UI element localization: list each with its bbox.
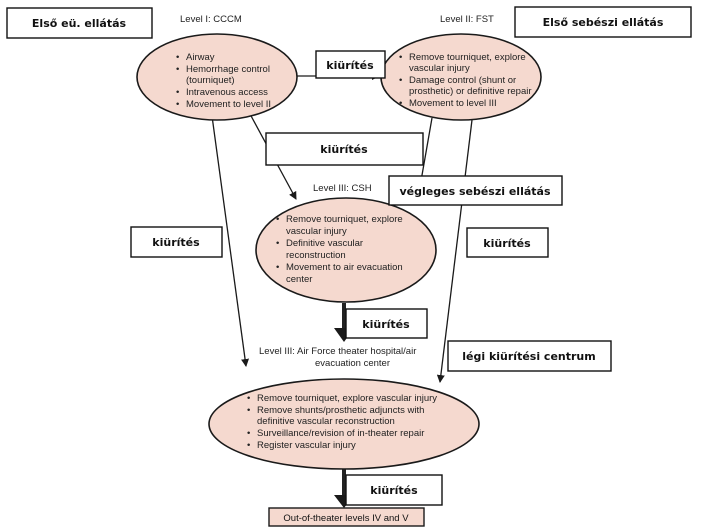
final-node: Out-of-theater levels IV and V xyxy=(268,507,425,527)
final-label: Out-of-theater levels IV and V xyxy=(283,513,409,524)
level3-bullet: • xyxy=(276,214,279,225)
level3-item: Movement to air evacuation xyxy=(286,262,403,273)
level4-item: Surveillance/revision of in-theater repa… xyxy=(257,428,424,439)
level2-bullet: • xyxy=(399,98,402,109)
level3-item: Remove tourniquet, explore xyxy=(286,214,403,225)
level1-title: Level I: CCCM xyxy=(180,14,242,25)
level3-ellipse xyxy=(255,197,437,303)
arrow-l1-to-l4 xyxy=(211,115,250,367)
level2-node: Level II: FST • Remove tourniquet, explo… xyxy=(380,14,542,121)
overlay-first-surgical: Első sebészi ellátás xyxy=(514,6,692,38)
level1-item: (tourniquet) xyxy=(186,75,235,86)
level2-bullet: • xyxy=(399,52,402,63)
level1-bullet: • xyxy=(176,87,179,98)
svg-text:kiürítés: kiürítés xyxy=(326,59,374,72)
level1-bullet: • xyxy=(176,99,179,110)
level4-node: Level III: Air Force theater hospital/ai… xyxy=(208,346,480,470)
level3-node: Level III: CSH • Remove tourniquet, expl… xyxy=(255,183,437,303)
overlay-evac-right: kiürítés xyxy=(466,227,549,258)
level2-item: vascular injury xyxy=(409,63,470,74)
level4-bullet: • xyxy=(247,393,250,404)
level1-item: Hemorrhage control xyxy=(186,64,270,75)
level4-bullet: • xyxy=(247,440,250,451)
overlay-definitive-surgical: végleges sebészi ellátás xyxy=(388,175,563,206)
level1-item: Intravenous access xyxy=(186,87,268,98)
level2-item: Remove tourniquet, explore xyxy=(409,52,526,63)
level4-title-line2: evacuation center xyxy=(315,358,390,369)
svg-text:kiürítés: kiürítés xyxy=(362,318,410,331)
svg-text:Első sebészi ellátás: Első sebészi ellátás xyxy=(543,16,664,29)
level3-item: Definitive vascular xyxy=(286,238,363,249)
level4-item: Remove shunts/prosthetic adjuncts with xyxy=(257,405,424,416)
level4-item: definitive vascular reconstruction xyxy=(257,416,395,427)
level2-item: Movement to level III xyxy=(409,98,497,109)
overlay-evac-top: kiürítés xyxy=(315,50,386,79)
level2-bullet: • xyxy=(399,75,402,86)
level1-bullet: • xyxy=(176,64,179,75)
svg-text:kiürítés: kiürítés xyxy=(483,237,531,250)
level3-item: center xyxy=(286,274,312,285)
level1-ellipse xyxy=(136,33,298,121)
level1-bullet: • xyxy=(176,52,179,63)
level3-bullet: • xyxy=(276,238,279,249)
level1-item: Movement to level II xyxy=(186,99,271,110)
level3-item: vascular injury xyxy=(286,226,347,237)
overlay-evac-left: kiürítés xyxy=(130,226,223,258)
level4-ellipse xyxy=(208,378,480,470)
svg-text:kiürítés: kiürítés xyxy=(320,143,368,156)
level4-bullet: • xyxy=(247,428,250,439)
final-box xyxy=(268,507,425,527)
svg-text:kiürítés: kiürítés xyxy=(370,484,418,497)
level1-node: Level I: CCCM • Airway • Hemorrhage cont… xyxy=(136,14,298,121)
level4-title: Level III: Air Force theater hospital/ai… xyxy=(259,346,416,357)
overlay-first-aid: Első eü. ellátás xyxy=(6,7,153,39)
overlay-evac-l3: kiürítés xyxy=(345,308,428,339)
overlay-evac-middle: kiürítés xyxy=(265,132,424,166)
svg-text:Első eü. ellátás: Első eü. ellátás xyxy=(32,17,127,30)
svg-text:végleges sebészi ellátás: végleges sebészi ellátás xyxy=(400,185,551,198)
svg-text:légi kiürítési centrum: légi kiürítési centrum xyxy=(462,350,595,363)
level4-bullet: • xyxy=(247,405,250,416)
overlay-air-evac-center: légi kiürítési centrum xyxy=(447,340,612,372)
level4-item: Remove tourniquet, explore vascular inju… xyxy=(257,393,437,404)
level2-title: Level II: FST xyxy=(440,14,494,25)
level3-item: reconstruction xyxy=(286,250,346,261)
level2-item: prosthetic) or definitive repair xyxy=(409,86,532,97)
svg-text:kiürítés: kiürítés xyxy=(152,236,200,249)
level4-item: Register vascular injury xyxy=(257,440,356,451)
level1-item: Airway xyxy=(186,52,215,63)
level3-bullet: • xyxy=(276,262,279,273)
level2-item: Damage control (shunt or xyxy=(409,75,516,86)
overlay-evac-bottom: kiürítés xyxy=(345,474,443,506)
level3-title: Level III: CSH xyxy=(313,183,372,194)
arrow-l2-to-l4 xyxy=(436,119,473,383)
